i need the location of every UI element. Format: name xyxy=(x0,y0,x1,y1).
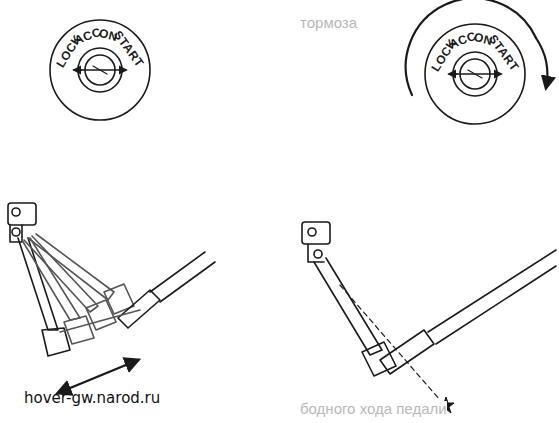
watermark: hover-gw.narod.ru xyxy=(24,391,160,406)
switch-position: START xyxy=(487,32,521,73)
ignition-switch xyxy=(50,20,150,120)
brake-pedal xyxy=(8,203,215,393)
switch-position: START xyxy=(112,28,146,69)
ignition-switch xyxy=(406,0,548,124)
brake-pedal xyxy=(302,222,556,413)
background-text: бодного хода педали xyxy=(300,401,447,416)
background-text: тормоза xyxy=(300,15,357,30)
